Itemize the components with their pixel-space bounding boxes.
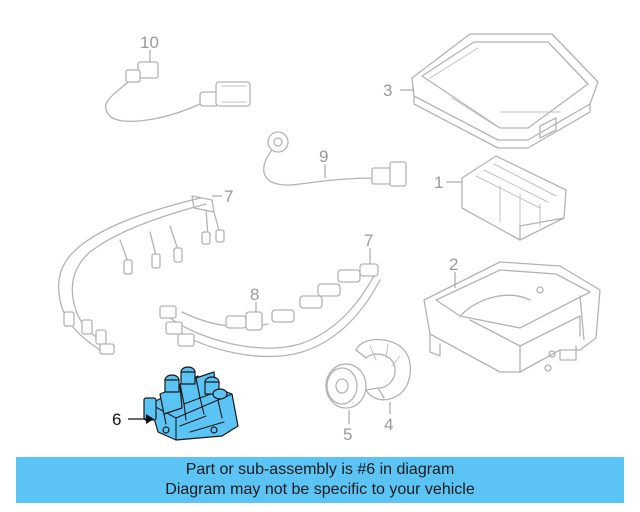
callout-2: 2 xyxy=(449,255,458,274)
leader-6-arrow xyxy=(146,414,154,424)
callout-1: 1 xyxy=(434,173,443,192)
part-8-cable-set[interactable] xyxy=(159,263,381,358)
part-10-sensor[interactable] xyxy=(104,61,251,122)
callout-7a: 7 xyxy=(224,187,233,206)
part-2-housing[interactable] xyxy=(423,261,601,373)
part-7-ignition-cables[interactable] xyxy=(57,195,225,355)
part-5-cap[interactable] xyxy=(325,363,367,409)
part-6-ignition-coil-pack[interactable] xyxy=(143,366,239,441)
part-4-bracket[interactable] xyxy=(355,338,411,401)
callout-3: 3 xyxy=(383,81,392,100)
banner-line-2: Diagram may not be specific to your vehi… xyxy=(165,481,475,498)
part-1-relay-module[interactable] xyxy=(461,155,567,241)
callout-7b: 7 xyxy=(364,231,373,250)
callout-10: 10 xyxy=(140,33,159,52)
callout-8: 8 xyxy=(250,285,259,304)
callout-6: 6 xyxy=(112,410,121,429)
info-banner: Part or sub-assembly is #6 in diagram Di… xyxy=(16,457,624,503)
banner-line-1: Part or sub-assembly is #6 in diagram xyxy=(185,461,455,478)
callout-5: 5 xyxy=(343,425,352,444)
part-3-control-module[interactable] xyxy=(411,33,599,149)
callout-9: 9 xyxy=(319,147,328,166)
part-9-knock-sensor[interactable] xyxy=(263,131,407,187)
callout-4: 4 xyxy=(384,415,393,434)
